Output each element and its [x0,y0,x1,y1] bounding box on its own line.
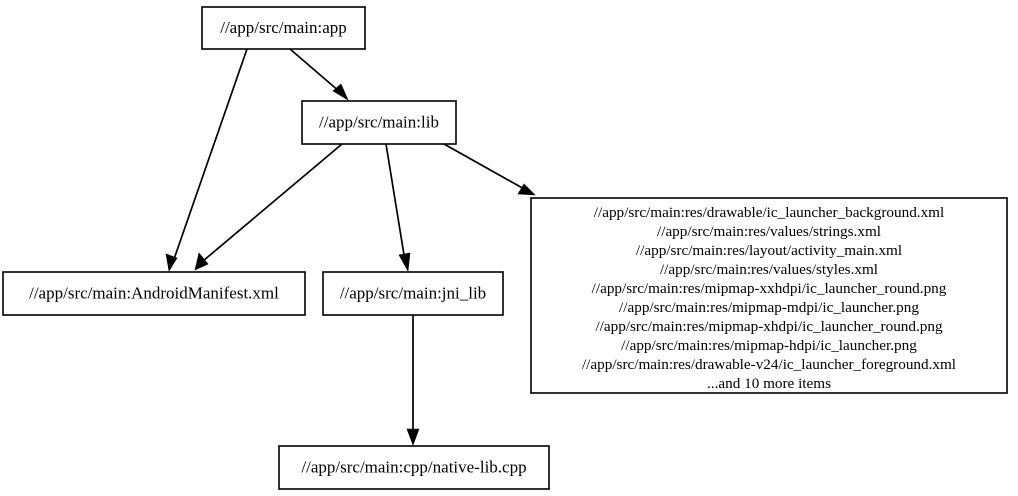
node-label-resources-line-6: //app/src/main:res/mipmap-mdpi/ic_launch… [619,299,919,316]
node-app[interactable]: //app/src/main:app [201,6,366,50]
node-label-resources-line-8: //app/src/main:res/mipmap-hdpi/ic_launch… [621,337,917,354]
arrowhead-jni-lib-to-native-lib [406,428,420,446]
edge-line-lib-to-resources [443,143,527,191]
node-box-android-manifest[interactable] [2,271,306,316]
node-label-resources-line-1: //app/src/main:res/drawable/ic_launcher_… [594,204,944,221]
node-android-manifest[interactable]: //app/src/main:AndroidManifest.xml [2,271,306,316]
node-native-lib-cpp[interactable]: //app/src/main:cpp/native-lib.cpp [278,445,550,490]
node-label-native-lib-cpp: //app/src/main:cpp/native-lib.cpp [301,457,526,476]
edge-line-lib-to-manifest [202,143,343,262]
arrowhead-lib-to-resources [517,183,536,196]
node-box-lib[interactable] [301,100,457,145]
edge-layer [165,48,536,446]
node-label-app: //app/src/main:app [220,18,347,37]
edge-line-app-to-lib [289,48,341,93]
node-label-resources-line-10: ...and 10 more items [707,375,831,392]
node-label-resources-line-7: //app/src/main:res/mipmap-xhdpi/ic_launc… [595,318,943,335]
node-label-resources-line-3: //app/src/main:res/layout/activity_main.… [636,242,902,259]
arrowhead-lib-to-manifest [194,252,209,271]
node-box-resources[interactable] [530,197,1008,394]
edge-line-lib-to-jni-lib [385,143,406,262]
arrowhead-app-to-manifest [165,253,178,272]
node-jni-lib[interactable]: //app/src/main:jni_lib [322,271,504,316]
node-box-native-lib-cpp[interactable] [278,445,550,490]
node-label-resources-line-4: //app/src/main:res/values/styles.xml [660,261,878,278]
node-box-jni-lib[interactable] [322,271,504,316]
node-label-lib: //app/src/main:lib [319,112,439,131]
edge-jni-lib-to-native-lib [406,315,420,446]
node-label-resources-line-9: //app/src/main:res/drawable-v24/ic_launc… [582,356,956,373]
arrowhead-lib-to-jni-lib [398,252,411,272]
node-layer: //app/src/main:app //app/src/main:lib //… [2,6,1008,490]
edge-app-to-manifest [165,48,248,272]
node-resources[interactable]: //app/src/main:res/drawable/ic_launcher_… [530,197,1008,394]
node-label-resources-line-5: //app/src/main:res/mipmap-xxhdpi/ic_laun… [592,280,947,297]
arrowhead-app-to-lib [332,83,349,101]
edge-lib-to-manifest [194,143,343,271]
node-box-app[interactable] [201,6,366,50]
edge-lib-to-jni-lib [385,143,411,272]
node-lib[interactable]: //app/src/main:lib [301,100,457,145]
edge-app-to-lib [289,48,349,101]
edge-lib-to-resources [443,143,536,196]
edge-line-app-to-manifest [172,48,248,263]
node-label-android-manifest: //app/src/main:AndroidManifest.xml [29,283,279,302]
node-label-jni-lib: //app/src/main:jni_lib [340,283,486,302]
node-label-resources-line-2: //app/src/main:res/values/strings.xml [657,223,881,240]
